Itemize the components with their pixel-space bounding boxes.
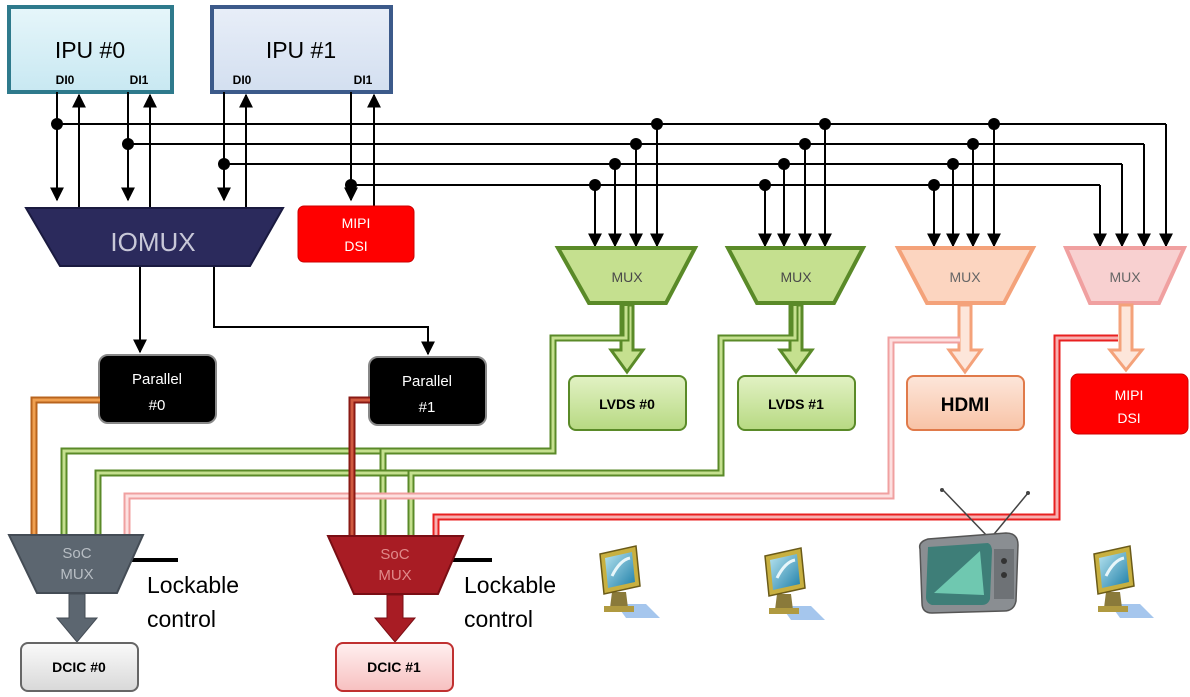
parallel0-line2: #0 bbox=[149, 397, 166, 414]
iomux-label: IOMUX bbox=[110, 227, 195, 257]
mipi-dsi-top-line2: DSI bbox=[344, 238, 367, 254]
lvds0-label: LVDS #0 bbox=[599, 396, 655, 412]
soc-mux0-line2: MUX bbox=[60, 566, 93, 583]
soc-mux1-line2: MUX bbox=[378, 567, 411, 584]
mipi-dsi-top-line1: MIPI bbox=[342, 215, 371, 231]
iomux-block: IOMUX bbox=[24, 207, 285, 267]
lockable1-line1: Lockable bbox=[464, 572, 556, 598]
hdmi-block: HDMI bbox=[906, 375, 1025, 431]
lockable0-line1: Lockable bbox=[147, 572, 239, 598]
mux-lvds0-label: MUX bbox=[611, 269, 643, 285]
ipu0-di1-label: DI1 bbox=[130, 73, 149, 87]
mux-hdmi: MUX bbox=[894, 246, 1037, 305]
soc-mux0-line1: SoC bbox=[62, 545, 91, 562]
soc-mux0-block: SoC MUX bbox=[7, 534, 178, 594]
mux-lvds0: MUX bbox=[554, 246, 699, 305]
lvds1-block: LVDS #1 bbox=[737, 375, 856, 431]
mux-mipi: MUX bbox=[1062, 246, 1188, 305]
ipu0-di0-label: DI0 bbox=[56, 73, 75, 87]
bus-junctions bbox=[51, 118, 1000, 191]
soc-mux-output-arrows bbox=[55, 593, 417, 643]
hdmi-label: HDMI bbox=[941, 395, 990, 416]
mipi-dsi-out-line1: MIPI bbox=[1115, 387, 1144, 403]
dcic0-label: DCIC #0 bbox=[52, 659, 106, 675]
dcic0-block: DCIC #0 bbox=[20, 642, 139, 692]
lvds1-label: LVDS #1 bbox=[768, 396, 824, 412]
parallel1-block: Parallel #1 bbox=[368, 356, 487, 426]
dcic1-label: DCIC #1 bbox=[367, 659, 421, 675]
mux-lvds1-label: MUX bbox=[780, 269, 812, 285]
lockable0-line2: control bbox=[147, 606, 216, 632]
monitor-icon bbox=[599, 545, 660, 618]
lvds0-block: LVDS #0 bbox=[568, 375, 687, 431]
ipu1-block: IPU #1 DI0 DI1 bbox=[210, 5, 393, 94]
mipi-dsi-out-block: MIPI DSI bbox=[1070, 373, 1189, 435]
monitor-icon bbox=[764, 547, 825, 620]
mux-output-arrows bbox=[608, 303, 1146, 375]
lockable1-line2: control bbox=[464, 606, 533, 632]
mux-lvds1: MUX bbox=[724, 246, 867, 305]
mux-hdmi-label: MUX bbox=[949, 269, 981, 285]
tv-icon bbox=[918, 488, 1030, 614]
ipu1-di0-label: DI0 bbox=[233, 73, 252, 87]
parallel1-line1: Parallel bbox=[402, 373, 452, 390]
lockable1-label: Lockable control bbox=[464, 572, 556, 632]
dcic1-block: DCIC #1 bbox=[335, 642, 454, 692]
ipu1-title: IPU #1 bbox=[266, 37, 336, 63]
lockable0-label: Lockable control bbox=[147, 572, 239, 632]
mipi-dsi-out-line2: DSI bbox=[1117, 410, 1140, 426]
parallel0-line1: Parallel bbox=[132, 371, 182, 388]
ipu0-block: IPU #0 DI0 DI1 bbox=[7, 5, 174, 94]
feedback-routes bbox=[30, 306, 1118, 536]
parallel1-line2: #1 bbox=[419, 399, 436, 416]
mipi-dsi-top-block: MIPI DSI bbox=[297, 205, 415, 263]
mux-mipi-label: MUX bbox=[1109, 269, 1141, 285]
ipu0-title: IPU #0 bbox=[55, 37, 125, 63]
soc-mux1-line1: SoC bbox=[380, 546, 409, 563]
monitor-icon bbox=[1093, 545, 1154, 618]
parallel0-block: Parallel #0 bbox=[98, 354, 217, 424]
ipu1-di1-label: DI1 bbox=[354, 73, 373, 87]
soc-mux1-block: SoC MUX bbox=[326, 535, 492, 595]
